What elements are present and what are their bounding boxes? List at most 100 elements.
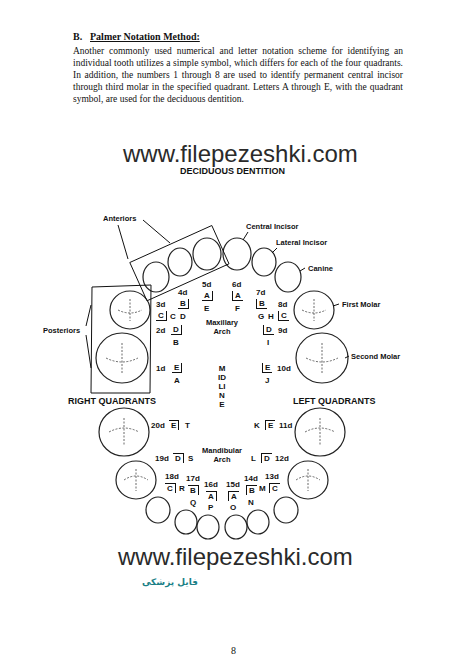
tooth-number: 9d [278,326,287,335]
molar-groove [306,343,338,373]
palmer-symbol: A [228,491,239,501]
tooth [247,510,269,534]
palmer-symbol: C [156,311,167,321]
page-number: 8 [231,645,236,656]
tooth [275,262,301,292]
tooth [294,291,334,329]
arch-label: Mandibular Arch [199,446,245,464]
tooth [168,248,192,276]
region-label: Posteriors [43,326,80,335]
tooth-letter: G [258,312,264,321]
diagram-title: DECIDUOUS DENTITION [180,166,285,176]
palmer-symbol: E [172,363,182,373]
palmer-symbol: D [173,453,184,463]
palmer-symbol: C [269,483,280,493]
leader-line [143,220,170,243]
molar-groove [118,299,142,321]
tooth [225,515,247,539]
tooth-letter: L [251,454,256,463]
tooth-letter: F [235,304,240,313]
tooth-number: 4d [178,288,187,297]
tooth [296,333,348,383]
molar-groove [124,469,148,491]
tooth-letter: D [180,312,186,321]
section-letter: B. [73,31,82,42]
tooth-number: 15d [226,480,240,489]
tooth-number: 7d [256,288,265,297]
leader-line [272,248,277,253]
palmer-symbol: E [262,363,272,373]
palmer-symbol: A [202,291,213,301]
region-label: Anteriors [103,214,136,223]
tooth-letter: H [268,312,274,321]
tooth [110,291,150,329]
tooth [197,515,219,539]
leader-line [345,356,349,358]
paragraph: Another commonly used numerical and lett… [73,45,403,105]
tooth [96,333,148,383]
tooth [252,248,276,276]
tooth-name: Second Molar [351,352,400,361]
palmer-symbol: D [171,325,182,335]
molar-groove [109,418,139,446]
leader-line [243,232,248,240]
palmer-symbol: B [246,485,257,495]
palmer-symbol: D [263,325,274,335]
watermark-logo: فایل پزشکی [142,577,198,587]
tooth-number: 8d [278,300,287,309]
tooth-number: 20d [151,421,165,430]
molar-groove [305,418,335,446]
palmer-symbol: C [165,483,176,493]
tooth-number: 17d [186,474,200,483]
tooth-number: 2d [156,326,165,335]
tooth-number: 3d [156,300,165,309]
tooth-letter: M [259,484,266,493]
watermark: www.filepezeshki.com [118,543,353,571]
tooth [116,461,156,499]
tooth-name: Lateral Incisor [276,238,327,247]
palmer-symbol: B [256,299,267,309]
tooth [223,238,251,270]
tooth-letter: Q [190,498,196,507]
tooth [295,408,345,456]
leader-line [86,335,91,368]
anteriors-box [130,226,229,301]
tooth-number: 16d [204,480,218,489]
section-heading: Palmer Notation Method: [90,31,200,42]
tooth-letter: T [185,421,190,430]
tooth-number: 5d [202,280,211,289]
tooth-name: First Molar [342,300,380,309]
posteriors-box [91,285,151,393]
palmer-symbol: D [261,453,272,463]
tooth [288,461,328,499]
tooth [146,497,170,523]
watermark: www.filepezeshki.com [123,140,358,168]
quadrant-label: RIGHT QUADRANTS [68,396,156,406]
tooth-number: 14d [244,474,258,483]
palmer-symbol: C [278,311,289,321]
palmer-symbol: B [188,485,199,495]
tooth-letter: R [179,484,185,493]
tooth-number: 10d [277,364,291,373]
tooth-number: 1d [156,364,165,373]
molar-groove [302,299,326,321]
midline-label: MIDLINE [218,364,226,409]
tooth-letter: I [267,338,269,347]
molar-groove [106,343,138,373]
leader-line [333,304,339,306]
tooth-letter: C [170,312,176,321]
tooth-number: 18d [165,472,179,481]
tooth [193,238,221,270]
molar-groove [296,469,320,491]
tooth [175,510,197,534]
palmer-symbol: E [265,420,275,430]
tooth-letter: E [204,304,209,313]
tooth-number: 6d [232,280,241,289]
tooth-number: 13d [265,472,279,481]
tooth-name: Canine [308,264,333,273]
tooth-number: 19d [155,454,169,463]
leader-line [300,268,305,271]
tooth-letter: O [230,503,236,512]
tooth-letter: A [174,376,180,385]
